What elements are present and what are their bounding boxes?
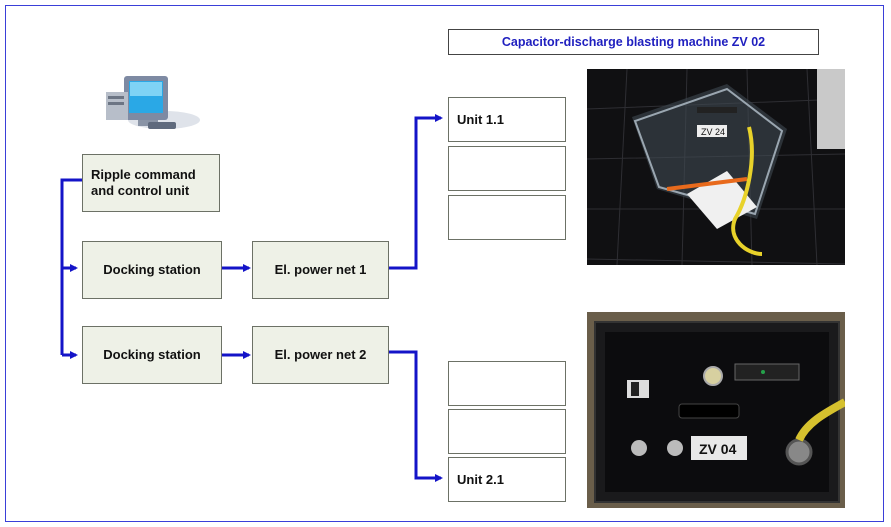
photo-bottom-label: ZV 04 bbox=[699, 441, 737, 457]
slide-frame bbox=[5, 5, 884, 522]
docking-station-2: Docking station bbox=[82, 326, 222, 384]
ripple-control-unit: Ripple command and control unit bbox=[82, 154, 220, 212]
unit-box-4 bbox=[448, 361, 566, 406]
unit-box-6: Unit 2.1 bbox=[448, 457, 566, 502]
power-net-2: El. power net 2 bbox=[252, 326, 389, 384]
photo-blasting-machine-top: ZV 24 bbox=[587, 69, 845, 265]
photo-top-label: ZV 24 bbox=[701, 127, 725, 137]
unit-box-2 bbox=[448, 146, 566, 191]
diagram-title: Capacitor-discharge blasting machine ZV … bbox=[448, 29, 819, 55]
power-net-1: El. power net 1 bbox=[252, 241, 389, 299]
unit-box-1: Unit 1.1 bbox=[448, 97, 566, 142]
unit-box-3 bbox=[448, 195, 566, 240]
photo-blasting-machine-bottom: ZV 04 bbox=[587, 312, 845, 508]
unit-box-5 bbox=[448, 409, 566, 454]
docking-station-1: Docking station bbox=[82, 241, 222, 299]
computer-icon bbox=[106, 76, 200, 129]
